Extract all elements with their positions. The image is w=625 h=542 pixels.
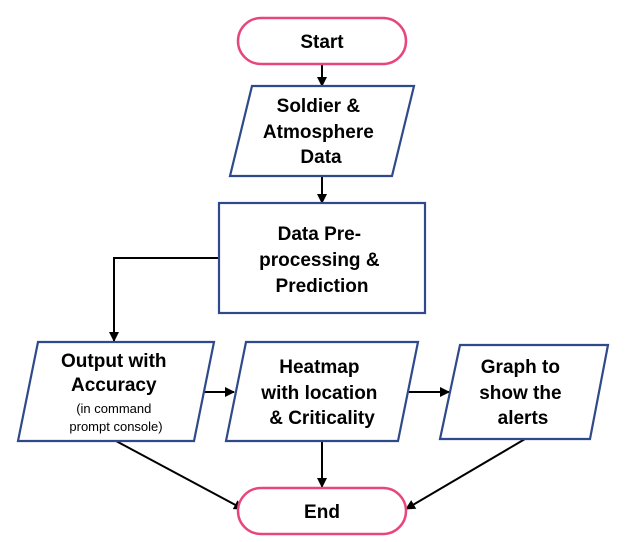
end-node: End bbox=[236, 486, 408, 536]
input-data-shape bbox=[228, 84, 416, 178]
heatmap-node: Heatmap with location & Criticality bbox=[224, 340, 420, 443]
arrow-output-to-end bbox=[115, 440, 244, 510]
input-data-label: Soldier & Atmosphere Data bbox=[263, 96, 379, 168]
graph-line-2: show the bbox=[479, 383, 561, 404]
heatmap-label: Heatmap with location & Criticality bbox=[260, 357, 382, 429]
output-accuracy-line-1: Output with bbox=[61, 351, 167, 372]
connectors bbox=[109, 64, 526, 510]
start-node: Start bbox=[236, 16, 408, 66]
arrow-graph-to-end bbox=[405, 438, 526, 510]
end-shape bbox=[236, 486, 408, 536]
start-label: Start bbox=[300, 32, 344, 53]
graph-shape bbox=[438, 343, 610, 441]
preprocess-label: Data Pre- processing & Prediction bbox=[259, 224, 385, 297]
graph-node: Graph to show the alerts bbox=[438, 343, 610, 441]
graph-line-3: alerts bbox=[498, 408, 549, 429]
end-label: End bbox=[304, 502, 340, 523]
output-accuracy-shape bbox=[16, 340, 216, 443]
output-accuracy-node: Output with Accuracy (in command prompt … bbox=[16, 340, 216, 443]
input-data-line-1: Soldier & bbox=[277, 96, 361, 117]
preprocess-line-1: Data Pre- bbox=[278, 224, 361, 245]
output-accuracy-line-2: Accuracy bbox=[71, 375, 157, 396]
preprocess-line-2: processing & bbox=[259, 250, 380, 271]
heatmap-line-3: & Criticality bbox=[269, 408, 375, 429]
output-accuracy-label: Output with Accuracy (in command prompt … bbox=[61, 351, 171, 434]
input-data-line-2: Atmosphere bbox=[263, 122, 374, 143]
output-accuracy-line-3: (in command bbox=[76, 401, 151, 416]
graph-line-1: Graph to bbox=[481, 357, 560, 378]
preprocess-line-3: Prediction bbox=[276, 276, 369, 297]
arrow-preprocess-to-output bbox=[109, 257, 219, 342]
preprocess-node: Data Pre- processing & Prediction bbox=[217, 201, 427, 315]
graph-label: Graph to show the alerts bbox=[479, 357, 567, 429]
input-data-line-3: Data bbox=[300, 147, 342, 168]
start-shape bbox=[236, 16, 408, 66]
heatmap-line-2: with location bbox=[260, 383, 377, 404]
heatmap-shape bbox=[224, 340, 420, 443]
heatmap-line-1: Heatmap bbox=[279, 357, 359, 378]
preprocess-shape bbox=[217, 201, 427, 315]
input-data-node: Soldier & Atmosphere Data bbox=[228, 84, 416, 178]
output-accuracy-line-4: prompt console) bbox=[69, 419, 162, 434]
